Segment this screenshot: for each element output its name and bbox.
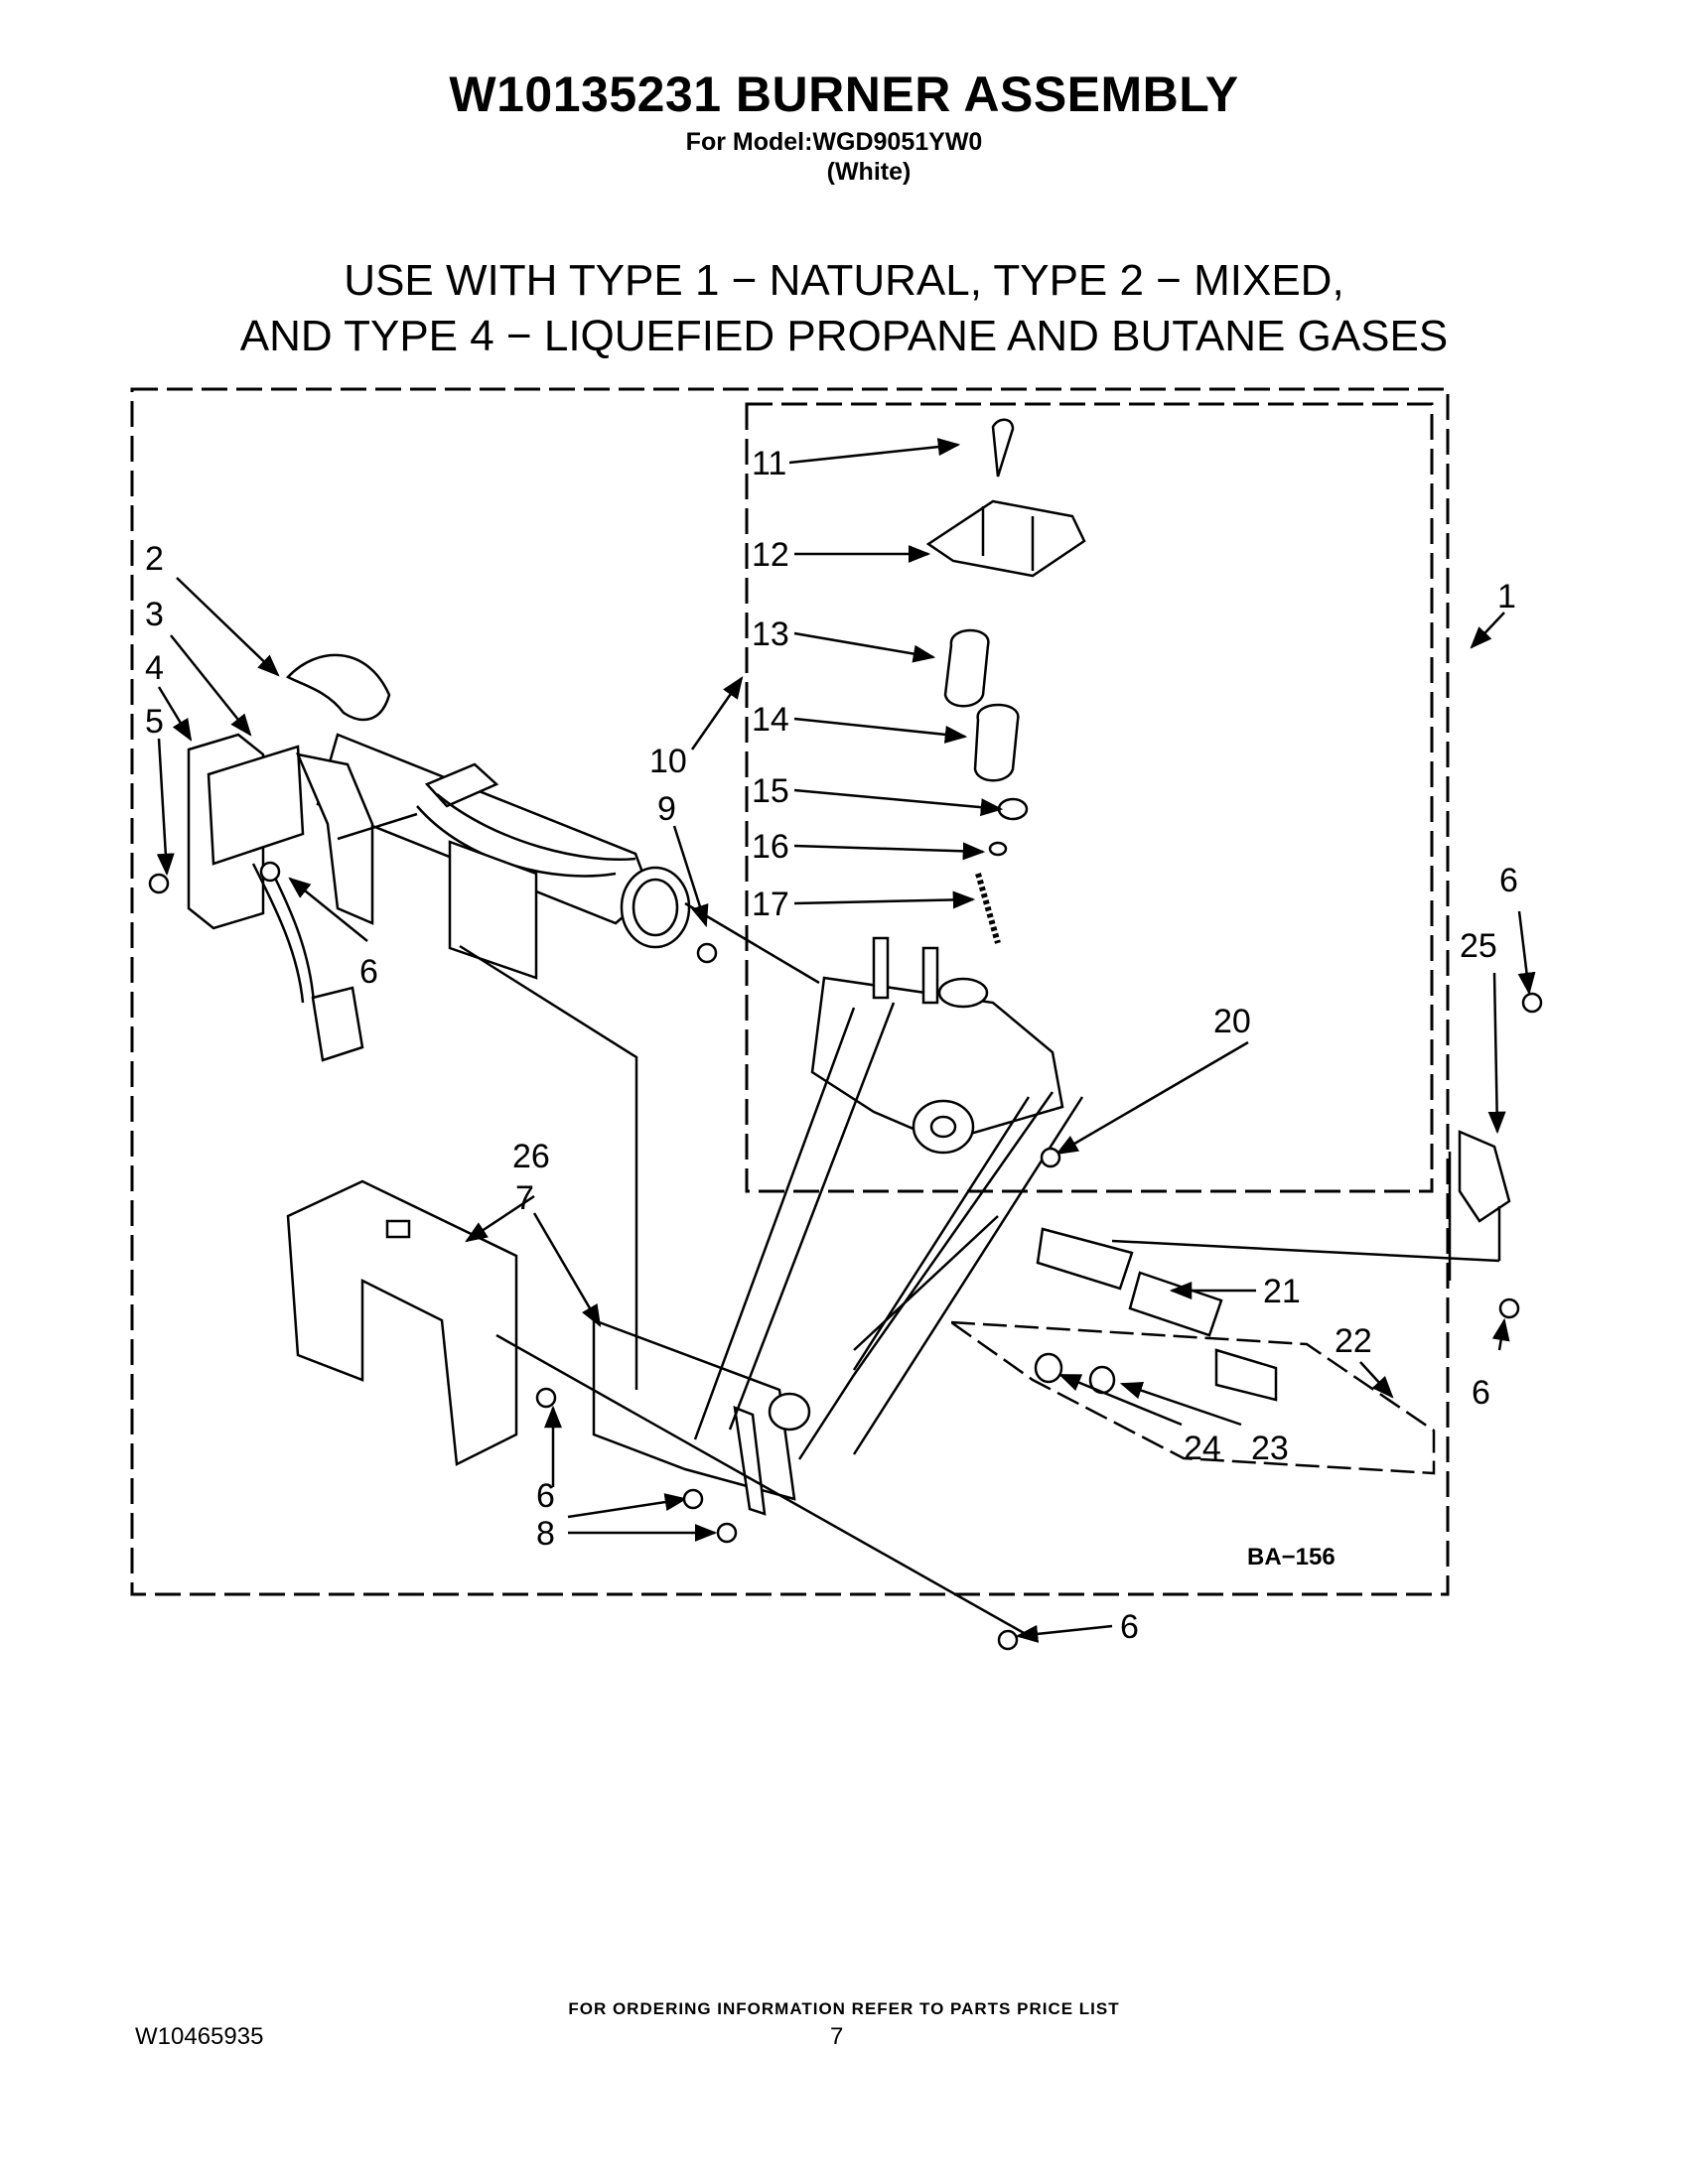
callout-25: 25 [1460,927,1497,965]
callout-6c: 6 [1472,1374,1490,1412]
valve-clamp-bracket [1458,1130,1511,1223]
callout-9: 9 [657,790,676,828]
callout-4: 4 [145,649,164,687]
orifice-kit-boundary [946,1320,1436,1475]
model-info: For Model:WGD9051YW0 (White) [635,127,1033,187]
callout-20: 20 [1213,1003,1251,1040]
callout-6b: 6 [1499,862,1518,899]
document-number: W10465935 [135,2023,264,2050]
callout-12: 12 [752,536,789,574]
callout-14: 14 [752,701,789,739]
fasteners [148,861,1543,1651]
color-line: (White) [826,158,912,186]
model-line: For Model:WGD9051YW0 [685,128,983,156]
callout-6d: 6 [536,1477,555,1515]
orifice-parts [1034,1227,1278,1402]
callout-1: 1 [1497,578,1516,615]
gas-type-line-1: USE WITH TYPE 1 − NATURAL, TYPE 2 − MIXE… [344,256,1344,305]
connection-lines [337,812,1501,1640]
burner-tube [285,653,691,949]
callout-8: 8 [536,1515,555,1553]
gas-valve [810,418,1086,1155]
callout-26: 26 [512,1138,550,1175]
callout-labels: 1 2 3 4 5 6 6 6 6 6 7 8 9 10 11 12 13 14… [145,445,1518,1646]
valve-bracket [592,1318,811,1516]
callout-24: 24 [1184,1430,1221,1467]
callout-7: 7 [515,1179,534,1217]
callout-3: 3 [145,596,164,633]
callout-6a: 6 [359,953,378,991]
burner-support-plate [448,840,538,980]
callout-6e: 6 [1120,1608,1139,1646]
valve-assembly-boundary [745,402,1434,1193]
callout-10: 10 [649,743,687,780]
callout-16: 16 [752,828,789,866]
igniter-bracket [187,733,374,1062]
page-title: W10135231 BURNER ASSEMBLY [449,67,1239,122]
callout-17: 17 [752,886,789,923]
ordering-note: FOR ORDERING INFORMATION REFER TO PARTS … [568,1999,1120,2018]
callout-11: 11 [752,445,786,482]
callout-5: 5 [145,703,164,741]
mounting-bracket [286,1179,518,1466]
gas-type-line-2: AND TYPE 4 − LIQUEFIED PROPANE AND BUTAN… [239,312,1449,360]
callout-21: 21 [1263,1273,1301,1310]
callout-13: 13 [752,615,789,653]
figure-reference: BA−156 [1247,1544,1336,1570]
callout-leaders [156,438,1536,1643]
page-number: 7 [830,2023,844,2050]
callout-23: 23 [1251,1430,1289,1467]
callout-2: 2 [145,540,164,578]
callout-22: 22 [1335,1322,1372,1360]
callout-15: 15 [752,772,789,810]
outer-assembly-boundary [130,387,1450,1596]
